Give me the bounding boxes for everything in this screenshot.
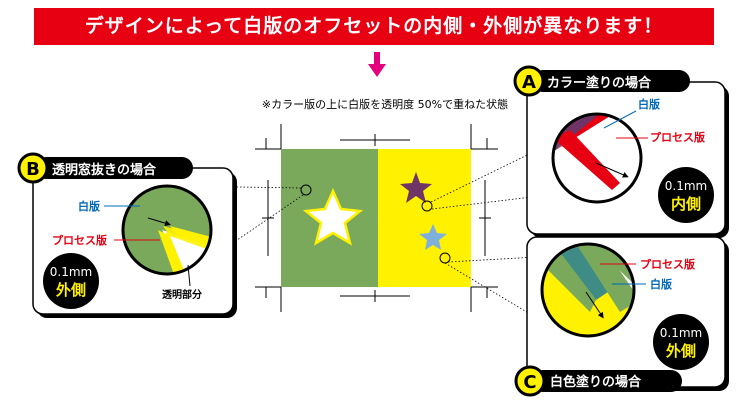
overlay-note: ※カラー版の上に白版を透明度 50%で重ねた状態 [262, 97, 508, 111]
panel-a-title: カラー塗りの場合 [547, 75, 652, 91]
panel-a-badge: 0.1mm 内側 [658, 167, 714, 223]
panel-a-direction: 内側 [671, 195, 701, 213]
panel-c-header: C 白色塗りの場合 [514, 365, 682, 397]
detail-marker-b [300, 184, 312, 196]
panel-b-offset: 0.1mm [50, 265, 92, 279]
panel-a-zoom [553, 114, 641, 202]
panel-b: B 透明窓抜きの場合 白版 プロセス版 透明部分 0.1mm [17, 152, 237, 318]
panel-b-zoom [123, 186, 211, 274]
panel-c-offset: 0.1mm [660, 326, 702, 340]
white-star [302, 187, 364, 246]
purple-star [400, 172, 432, 203]
panel-b-direction: 外側 [55, 281, 86, 299]
detail-marker-a [421, 200, 433, 212]
blue-star [419, 224, 447, 250]
panel-b-title: 透明窓抜きの場合 [52, 162, 157, 178]
panel-b-header: B 透明窓抜きの場合 [17, 152, 193, 184]
yellow-area [378, 149, 471, 287]
panel-b-label-transparent: 透明部分 [162, 288, 202, 301]
panel-b-label-process: プロセス版 [52, 233, 107, 247]
panel-c-label-white: 白版 [650, 277, 672, 291]
panel-c-zoom [542, 244, 634, 336]
panel-c-letter: C [523, 372, 536, 393]
panel-c: プロセス版 白版 0.1mm 外側 C 白色塗りの場合 [514, 236, 729, 397]
panel-c-title: 白色塗りの場合 [550, 374, 642, 390]
panel-b-label-white: 白版 [78, 199, 100, 213]
panel-a: A カラー塗りの場合 白版 プロセス版 0.1mm [513, 65, 729, 238]
down-arrow-icon [368, 52, 386, 77]
panel-a-letter: A [522, 72, 536, 93]
panel-a-offset: 0.1mm [665, 179, 707, 193]
panel-c-direction: 外側 [665, 342, 696, 360]
panel-b-badge: 0.1mm 外側 [43, 253, 99, 309]
title-banner: デザインによって白版のオフセットの内側・外側が異なります！ [34, 8, 714, 45]
panel-a-header: A カラー塗りの場合 [513, 65, 690, 97]
panel-c-badge: 0.1mm 外側 [653, 314, 709, 370]
panel-c-label-process: プロセス版 [640, 257, 695, 271]
panel-a-label-white: 白版 [638, 97, 660, 111]
panel-b-letter: B [26, 159, 40, 180]
crop-marks [255, 124, 498, 312]
panel-a-label-process: プロセス版 [650, 130, 705, 144]
